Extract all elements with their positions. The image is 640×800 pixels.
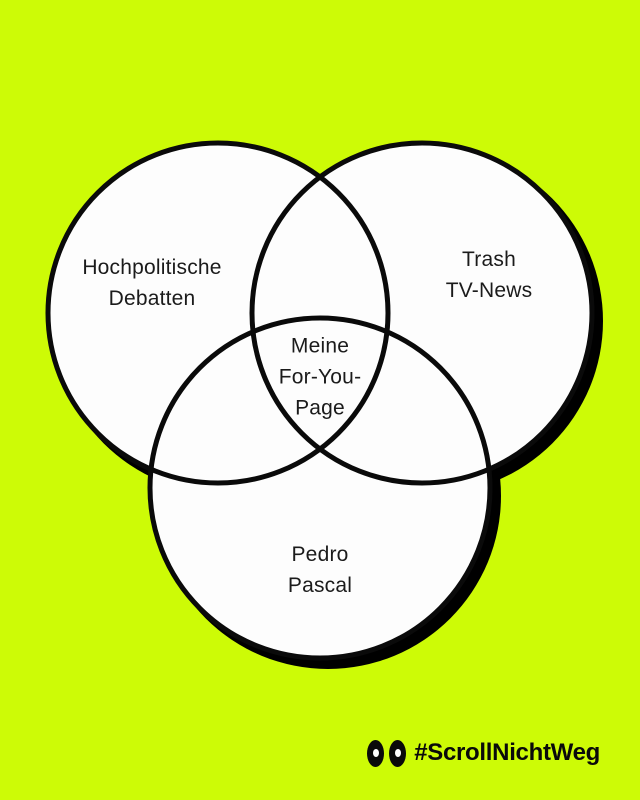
- set-label-bottom: Pedro Pascal: [288, 539, 352, 601]
- set-label-right-line2: TV-News: [445, 279, 533, 302]
- set-label-left: Hochpolitische Debatten: [82, 252, 221, 314]
- intersection-label: Meine For-You- Page: [279, 331, 362, 424]
- intersection-label-line2: For-You-: [278, 365, 362, 389]
- eye-right: [389, 739, 407, 767]
- eye-left-pupil: [372, 749, 379, 757]
- intersection-label-line3: Page: [295, 396, 345, 420]
- eyes-logo-icon: [367, 739, 407, 767]
- intersection-label-line1: Meine: [290, 334, 350, 358]
- set-label-bottom-line1: Pedro: [291, 543, 349, 566]
- set-label-bottom-line2: Pascal: [287, 574, 353, 597]
- set-label-left-line1: Hochpolitische: [82, 256, 222, 279]
- set-label-left-line2: Debatten: [108, 287, 196, 310]
- footer-branding: #ScrollNichtWeg: [367, 739, 600, 767]
- campaign-hashtag: #ScrollNichtWeg: [414, 739, 600, 766]
- set-label-right-line1: Trash: [462, 248, 516, 271]
- eye-right-pupil: [394, 749, 401, 757]
- venn-fill-circles: [48, 143, 592, 658]
- eye-left: [367, 739, 385, 767]
- set-label-right: Trash TV-News: [446, 244, 533, 306]
- venn-outline-circles: [45, 140, 595, 661]
